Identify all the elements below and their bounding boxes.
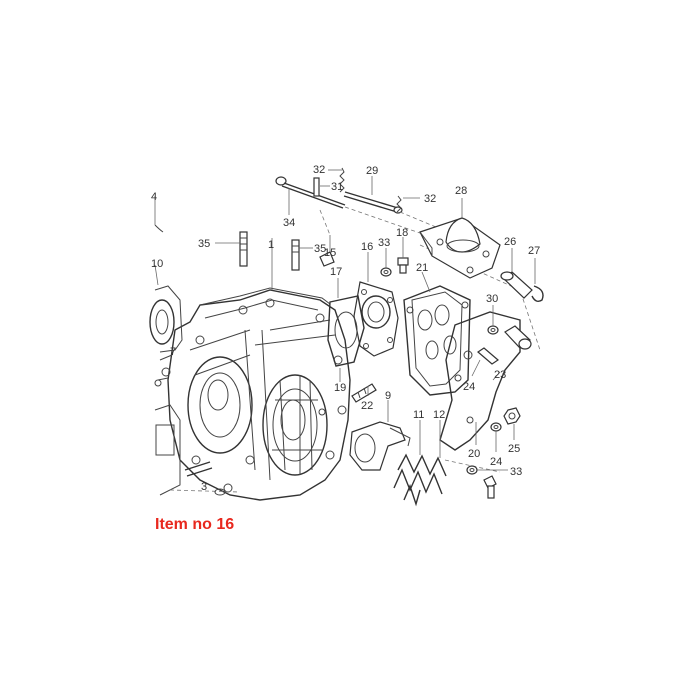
callout-32-left: 32: [313, 164, 325, 176]
spring-pin-32-left: [328, 167, 345, 193]
selector-plate-21: [403, 271, 471, 396]
rod-34: [275, 176, 346, 215]
plug-15: [319, 235, 335, 267]
callout-7: 7: [170, 346, 176, 358]
washer-24-lower: [490, 422, 502, 452]
callout-19: 19: [334, 382, 346, 394]
callout-1: 1: [268, 239, 274, 251]
callout-17: 17: [330, 266, 342, 278]
callout-34: 34: [283, 217, 295, 229]
bushing-26: [500, 248, 533, 299]
callout-9: 9: [385, 390, 391, 402]
gasket-17: [327, 278, 365, 367]
bolt-lower: [483, 475, 497, 499]
callout-33-top: 33: [378, 237, 390, 249]
callout-24-upper: 24: [463, 381, 475, 393]
bolt-18: [397, 237, 409, 274]
callout-23: 23: [494, 369, 506, 381]
callout-4: 4: [151, 191, 157, 203]
gearbox-housing: [167, 287, 351, 501]
bracket-23: [439, 311, 521, 451]
callout-18: 18: [396, 227, 408, 239]
pin-31: [313, 177, 330, 197]
item-caption: Item no 16: [155, 516, 235, 533]
callout-29: 29: [366, 165, 378, 177]
bolt-24-upper: [471, 347, 499, 377]
callout-25: 25: [508, 443, 520, 455]
circlip-27: [531, 258, 544, 303]
callout-21: 21: [416, 262, 428, 274]
callout-22: 22: [361, 400, 373, 412]
callout-20: 20: [468, 448, 480, 460]
bearing-cover-16: [353, 252, 399, 357]
washer-33-lower: [466, 465, 508, 475]
stud-35-right: [291, 239, 313, 271]
callout-27: 27: [528, 245, 540, 257]
callout-35-left: 35: [198, 238, 210, 250]
callout-11: 11: [413, 409, 424, 421]
callout-15: 15: [324, 247, 336, 259]
rod-29: [343, 176, 403, 214]
callout-26: 26: [504, 236, 516, 248]
nut-25: [503, 407, 521, 440]
callout-24-lower: 24: [490, 456, 502, 468]
shift-boot-28: [419, 198, 501, 279]
callout-16: 16: [361, 241, 373, 253]
washer-33-top: [380, 248, 392, 277]
shift-fork-9: [349, 400, 411, 471]
stud-35-left: [215, 231, 248, 267]
spring-pin-32-right: [396, 195, 420, 213]
callout-28: 28: [455, 185, 467, 197]
washer-30: [487, 305, 499, 335]
callout-33-lower: 33: [510, 466, 522, 478]
callout-30: 30: [486, 293, 498, 305]
callout-31: 31: [331, 181, 343, 193]
callout-10: 10: [151, 258, 163, 270]
shaft-pin: [504, 325, 532, 350]
callout-12: 12: [433, 409, 445, 421]
left-side-parts: [149, 224, 241, 496]
callout-3: 3: [201, 481, 207, 493]
callout-35-right: 35: [314, 243, 326, 255]
spring-11: [393, 420, 447, 495]
callout-labels: 32 31 29 32 28 34 4 15 18 33 16 35 35 1 …: [151, 164, 540, 493]
spring-12: [403, 420, 441, 507]
stud-22: [351, 383, 377, 403]
callout-32-right: 32: [424, 193, 436, 205]
